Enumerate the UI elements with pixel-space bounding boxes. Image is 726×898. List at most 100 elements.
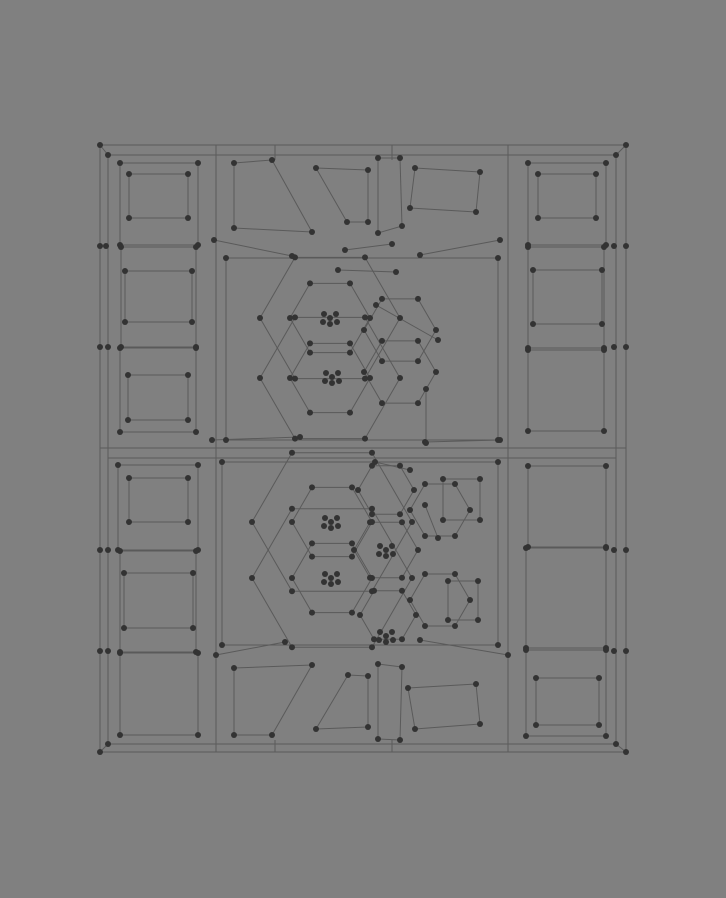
node <box>193 429 199 435</box>
edge <box>454 509 471 537</box>
node <box>379 295 385 302</box>
node <box>289 575 295 581</box>
node <box>411 487 417 493</box>
edge <box>251 508 293 579</box>
node <box>195 732 201 738</box>
node <box>185 519 191 525</box>
node <box>282 639 288 645</box>
node <box>193 244 199 250</box>
node <box>349 609 355 616</box>
edge <box>349 377 371 413</box>
node <box>327 321 333 327</box>
edge <box>363 329 383 362</box>
node <box>126 519 132 525</box>
node <box>105 344 111 350</box>
node <box>362 435 368 442</box>
node <box>375 736 381 742</box>
node <box>623 648 629 654</box>
node <box>257 375 263 381</box>
node <box>452 532 458 539</box>
node <box>530 321 536 327</box>
node <box>623 344 629 350</box>
node <box>611 344 617 350</box>
node <box>292 375 298 382</box>
node <box>322 515 328 521</box>
edge <box>344 243 393 251</box>
node <box>328 525 334 531</box>
node <box>533 722 539 728</box>
edge <box>409 167 416 209</box>
edge <box>349 317 371 353</box>
node <box>223 437 229 443</box>
node <box>452 622 458 629</box>
node <box>525 347 531 353</box>
node <box>219 642 225 648</box>
node <box>126 475 132 481</box>
node <box>433 369 439 375</box>
node <box>309 229 315 235</box>
edge <box>417 340 437 373</box>
node <box>409 575 415 581</box>
node <box>289 644 295 651</box>
node <box>309 662 315 668</box>
node <box>397 737 403 743</box>
node <box>349 540 355 547</box>
node <box>467 507 473 513</box>
node <box>347 340 353 347</box>
node <box>389 629 395 635</box>
node <box>269 157 275 163</box>
node <box>407 507 413 513</box>
edge <box>409 509 426 537</box>
node <box>611 648 617 654</box>
node <box>477 721 483 727</box>
node <box>523 647 529 653</box>
node <box>369 511 375 518</box>
node <box>371 636 377 643</box>
edge <box>364 317 401 379</box>
node <box>329 380 335 386</box>
node <box>417 252 423 258</box>
node <box>623 749 629 755</box>
node <box>375 155 381 161</box>
node <box>313 165 319 171</box>
node <box>495 459 501 465</box>
edge <box>259 377 296 439</box>
node <box>369 644 375 651</box>
edge <box>363 298 383 331</box>
node <box>362 314 368 321</box>
node <box>289 505 295 512</box>
node <box>269 732 275 738</box>
node <box>440 476 446 482</box>
node <box>495 642 501 648</box>
edge <box>399 489 415 515</box>
node <box>603 160 609 166</box>
node <box>525 463 531 469</box>
node <box>231 225 237 231</box>
node <box>344 219 350 225</box>
node <box>195 650 201 656</box>
edge-layer <box>99 144 627 753</box>
edge <box>409 483 426 511</box>
edge <box>271 664 313 736</box>
node <box>397 462 403 469</box>
node <box>365 167 371 173</box>
node <box>397 511 403 518</box>
node <box>105 152 111 158</box>
node <box>223 255 229 261</box>
edge <box>215 641 286 656</box>
edge <box>289 377 311 413</box>
node <box>219 459 225 465</box>
edge <box>289 317 311 353</box>
node <box>320 319 326 325</box>
node <box>475 617 481 623</box>
node <box>535 171 541 177</box>
edge <box>291 577 313 613</box>
node <box>97 243 103 249</box>
node <box>377 629 383 635</box>
node <box>289 519 295 525</box>
node <box>193 548 199 554</box>
node <box>345 672 351 678</box>
node <box>117 345 123 351</box>
edge <box>401 549 419 578</box>
node <box>185 417 191 423</box>
